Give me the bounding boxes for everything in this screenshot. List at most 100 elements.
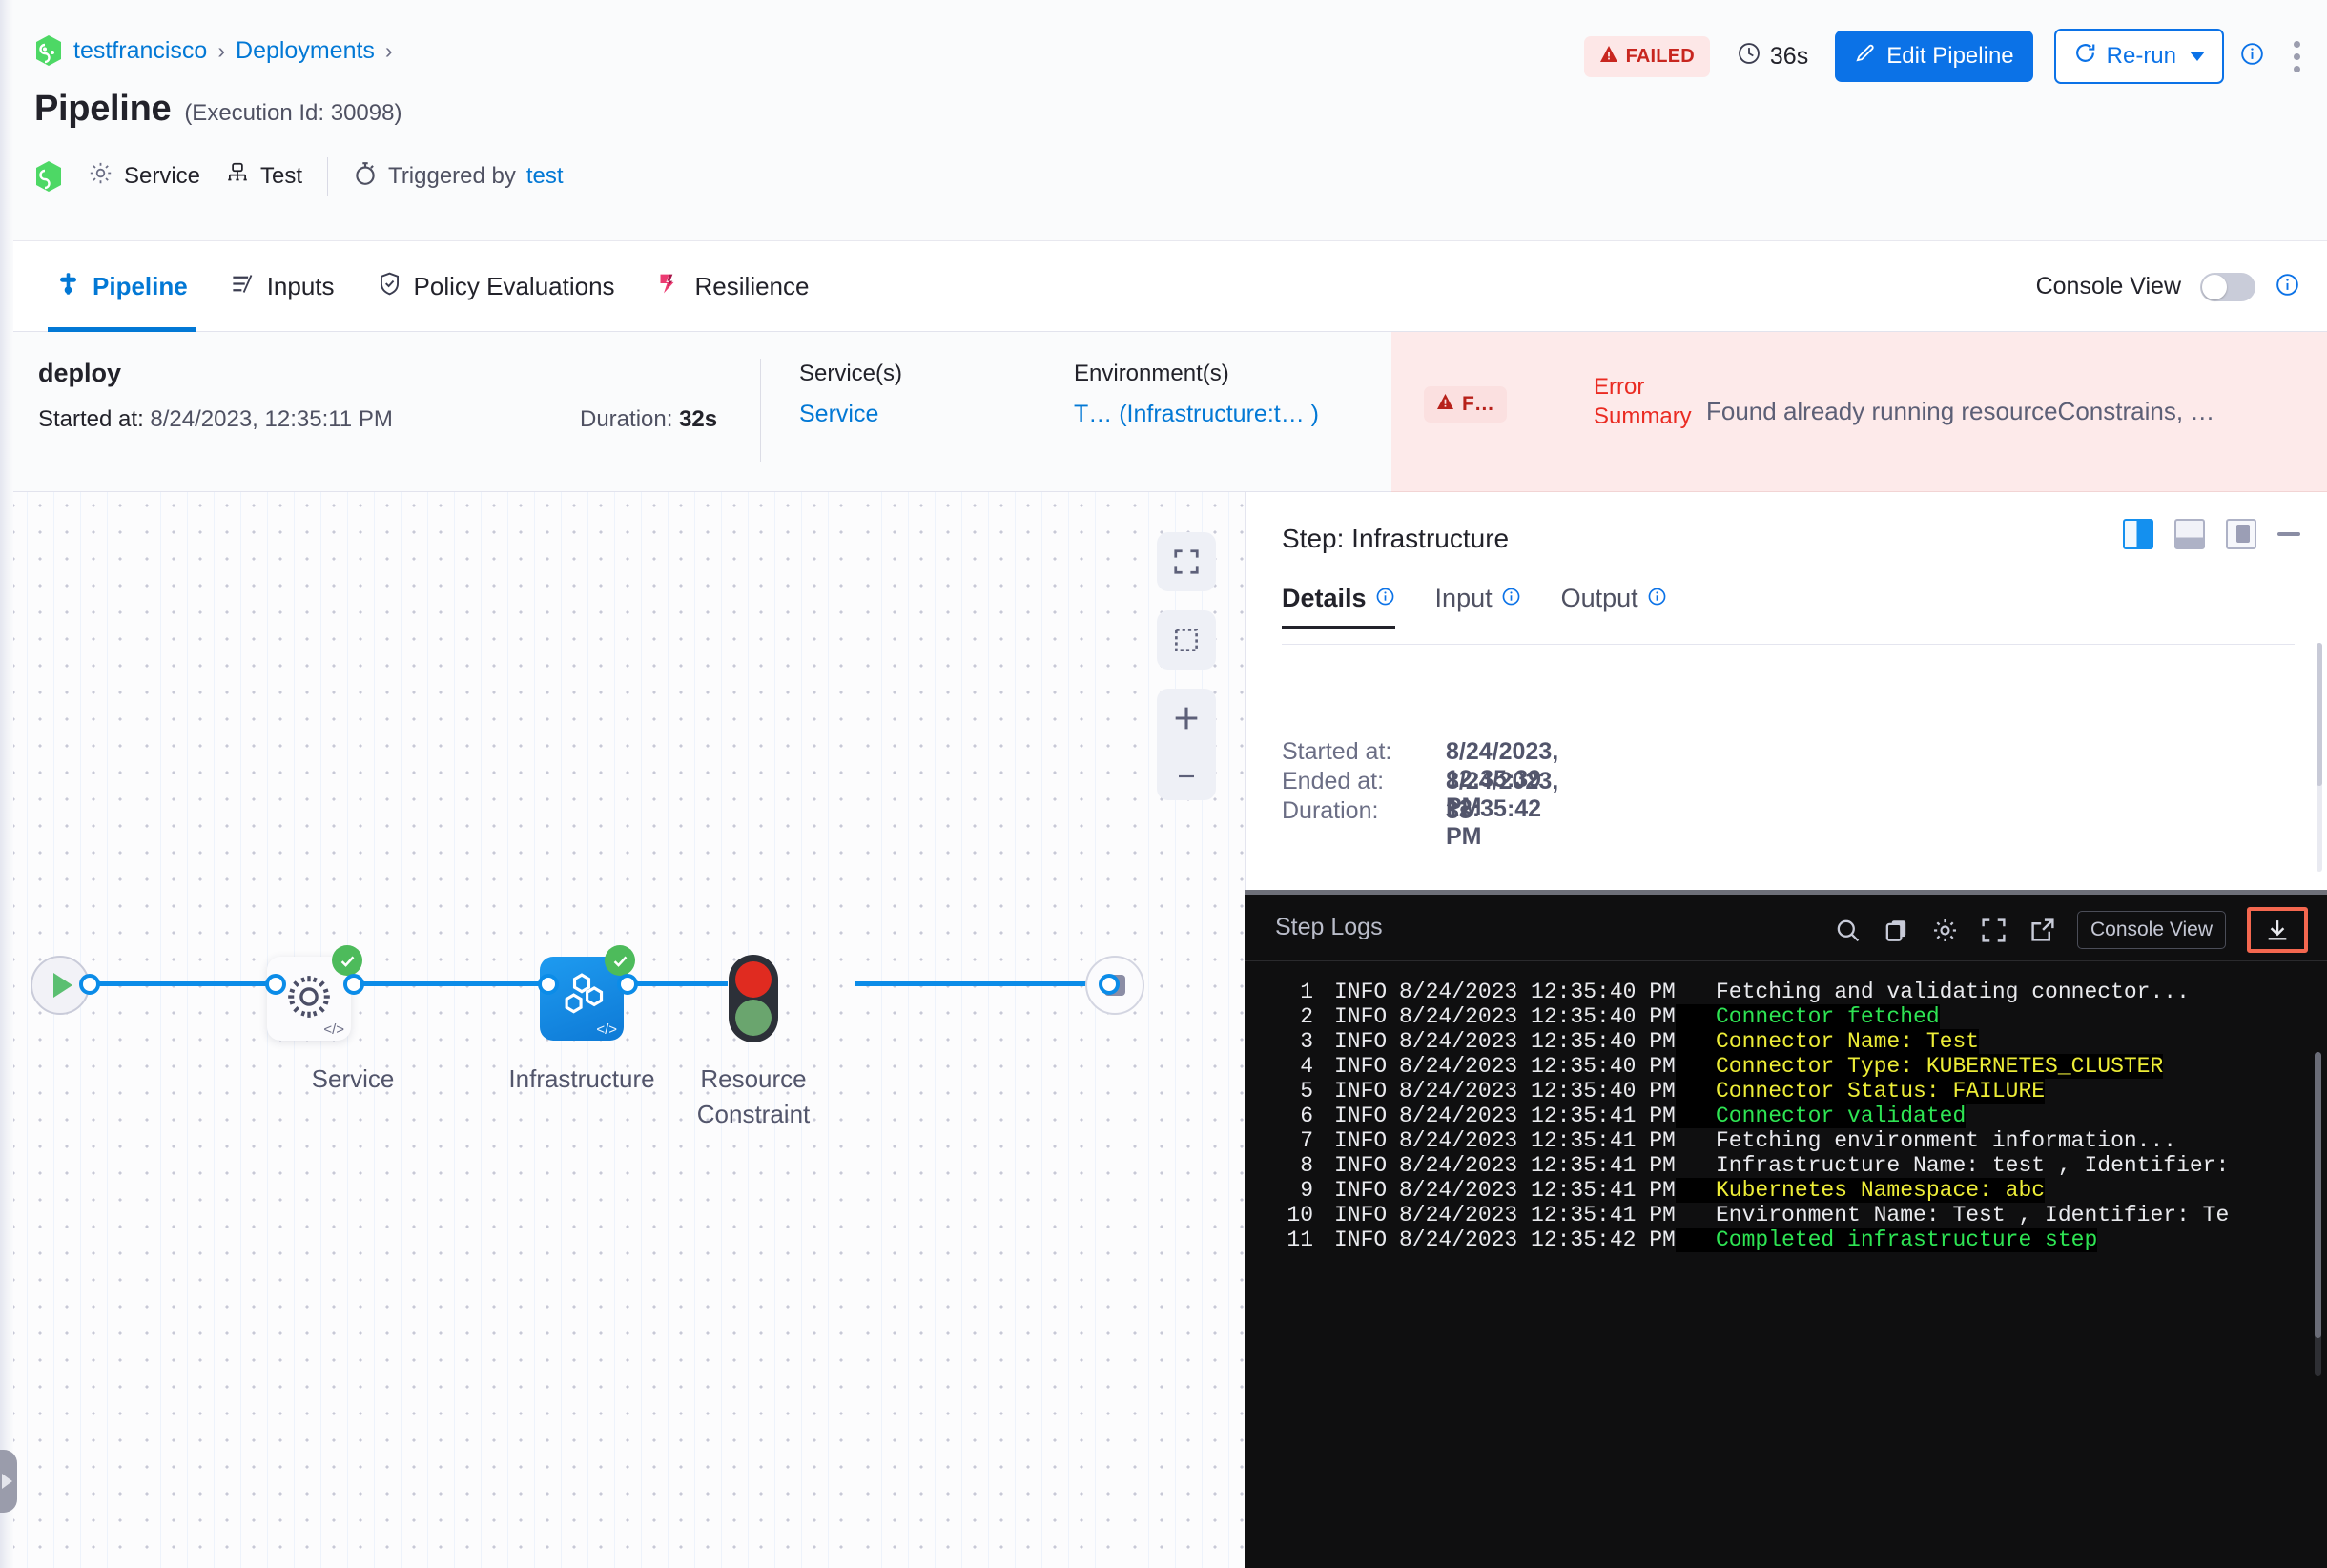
- step-panel-scroll-thumb[interactable]: [2317, 643, 2322, 786]
- status-success-icon: [332, 945, 362, 976]
- tab-inputs[interactable]: Inputs: [209, 241, 356, 332]
- log-line-message: Completed infrastructure step: [1676, 1228, 2098, 1252]
- step-tab-input[interactable]: Input: [1435, 584, 1521, 629]
- node-resource-constraint[interactable]: [729, 955, 778, 1042]
- open-external-icon[interactable]: [2028, 917, 2056, 944]
- chevron-down-icon[interactable]: [2190, 52, 2205, 61]
- edge-resource-to-end: [855, 981, 1108, 986]
- chevron-right-icon: [1, 1474, 12, 1489]
- layout-float-icon[interactable]: [2226, 519, 2256, 549]
- stage-services-value[interactable]: Service: [799, 401, 879, 427]
- logs-console-view-button[interactable]: Console View: [2076, 911, 2226, 949]
- zoom-in-button[interactable]: [1170, 702, 1203, 739]
- tab-resilience-label: Resilience: [694, 272, 810, 300]
- gear-icon[interactable]: [1931, 917, 1959, 944]
- log-line-number: 10: [1287, 1203, 1313, 1228]
- node-infrastructure[interactable]: </>: [540, 945, 635, 1041]
- tab-policy-evaluations[interactable]: Policy Evaluations: [356, 241, 636, 332]
- step-panel-tabs: Details Input Output: [1282, 584, 1667, 629]
- main-tabs: Pipeline Inputs Policy Evaluations: [34, 241, 830, 332]
- stage-environments-col: Environment(s) T… (Infrastructure:t… ): [1074, 361, 1319, 428]
- step-tab-output[interactable]: Output: [1561, 584, 1667, 629]
- collapse-panel-icon[interactable]: [2277, 532, 2300, 536]
- environment-meta-label: Test: [260, 163, 303, 189]
- clock-icon: [1737, 41, 1761, 72]
- tab-pipeline-label: Pipeline: [93, 272, 188, 300]
- log-line-timestamp: 8/24/2023 12:35:40 PM: [1399, 1079, 1676, 1104]
- log-line-message: Fetching environment information...: [1716, 1128, 2177, 1153]
- tab-resilience[interactable]: Resilience: [636, 241, 831, 332]
- harness-badge-icon: [34, 160, 63, 193]
- edit-pipeline-button[interactable]: Edit Pipeline: [1835, 31, 2033, 82]
- breadcrumb-separator-2: ›: [384, 37, 393, 63]
- logs-scroll-thumb[interactable]: [2315, 1052, 2321, 1338]
- console-view-toggle[interactable]: [2200, 272, 2255, 301]
- stopwatch-icon: [353, 160, 378, 194]
- stage-environments-header: Environment(s): [1074, 361, 1229, 386]
- warning-triangle-icon: [1436, 393, 1454, 416]
- canvas-controls: [1157, 532, 1216, 800]
- fit-to-screen-button[interactable]: [1157, 532, 1216, 591]
- log-line-message: Connector Type: KUBERNETES_CLUSTER: [1676, 1054, 2164, 1079]
- details-info-icon[interactable]: [1375, 584, 1395, 613]
- node-service[interactable]: </>: [267, 945, 362, 1041]
- log-line-number: 6: [1300, 1104, 1313, 1128]
- breadcrumb-separator-1: ›: [217, 37, 226, 63]
- log-line-timestamp: 8/24/2023 12:35:41 PM: [1399, 1178, 1676, 1203]
- step-logs-panel: Step Logs: [1245, 890, 2327, 1568]
- step-panel-layout-controls: [2123, 519, 2300, 549]
- layout-bottom-icon[interactable]: [2174, 519, 2205, 549]
- stage-started-value: 8/24/2023, 12:35:11 PM: [150, 406, 393, 432]
- logs-title: Step Logs: [1275, 914, 1383, 940]
- expand-drawer-handle[interactable]: [0, 1450, 17, 1513]
- log-line-level: INFO: [1334, 1104, 1388, 1128]
- port-start-out: [79, 974, 100, 995]
- stage-environments-value[interactable]: T… (Infrastructure:t… ): [1074, 401, 1319, 427]
- breadcrumb-project[interactable]: testfrancisco: [73, 36, 208, 64]
- node-resource-constraint-label-1: Resource: [700, 1064, 807, 1093]
- console-view-label: Console View: [2035, 273, 2181, 299]
- download-logs-button[interactable]: [2247, 907, 2308, 953]
- edge-start-to-service: [84, 981, 275, 986]
- log-line-message: Infrastructure Name: test , Identifier:: [1716, 1153, 2230, 1178]
- fullscreen-icon[interactable]: [1980, 917, 2008, 944]
- step-tab-details[interactable]: Details: [1282, 584, 1395, 629]
- more-options-button[interactable]: [2294, 40, 2300, 72]
- logs-scrollbar[interactable]: [2315, 1052, 2321, 1376]
- log-line-level: INFO: [1334, 980, 1388, 1004]
- pipeline-meta-row: Service Test Triggered by test: [34, 157, 564, 196]
- node-service-label: Service: [311, 1064, 395, 1093]
- logs-body[interactable]: 1 INFO 8/24/2023 12:35:40 PM Fetching an…: [1245, 962, 2327, 1568]
- step-tab-output-label: Output: [1560, 584, 1638, 612]
- tab-pipeline[interactable]: Pipeline: [34, 241, 209, 332]
- log-line: 2 INFO 8/24/2023 12:35:40 PM Connector f…: [1245, 1004, 2327, 1029]
- logs-toolbar: Step Logs: [1245, 895, 2327, 961]
- zoom-out-button[interactable]: [1170, 770, 1203, 787]
- triggered-by-user[interactable]: test: [525, 163, 564, 189]
- pipeline-canvas[interactable]: </> Service </> Infrastructure Resource …: [0, 492, 1245, 1568]
- error-summary-label-line2: Summary: [1594, 402, 1692, 429]
- status-badge-label: FAILED: [1625, 45, 1695, 67]
- log-line-timestamp: 8/24/2023 12:35:41 PM: [1399, 1153, 1676, 1178]
- page-title: Pipeline: [34, 89, 172, 129]
- step-panel-scrollbar[interactable]: [2317, 643, 2322, 872]
- output-info-icon[interactable]: [1647, 584, 1667, 613]
- input-info-icon[interactable]: [1501, 584, 1521, 613]
- log-line-number: 5: [1300, 1079, 1313, 1104]
- log-line-number: 11: [1287, 1228, 1313, 1252]
- breadcrumb-deployments[interactable]: Deployments: [236, 36, 375, 64]
- logs-resize-handle[interactable]: [1245, 890, 2327, 895]
- search-icon[interactable]: [1834, 917, 1862, 944]
- select-area-button[interactable]: [1157, 610, 1216, 670]
- status-success-icon: [605, 945, 635, 976]
- stage-started-label: Started at:: [38, 406, 144, 432]
- code-icon: </>: [323, 1021, 344, 1038]
- layout-right-icon[interactable]: [2123, 519, 2153, 549]
- copy-icon[interactable]: [1883, 917, 1910, 944]
- console-view-info-icon[interactable]: [2275, 272, 2300, 302]
- log-line: 7 INFO 8/24/2023 12:35:41 PM Fetching en…: [1245, 1128, 2327, 1153]
- log-line: 6 INFO 8/24/2023 12:35:41 PM Connector v…: [1245, 1104, 2327, 1128]
- rerun-info-icon[interactable]: [2239, 41, 2265, 72]
- log-line-number: 7: [1300, 1128, 1313, 1153]
- rerun-button[interactable]: Re-run: [2053, 29, 2224, 84]
